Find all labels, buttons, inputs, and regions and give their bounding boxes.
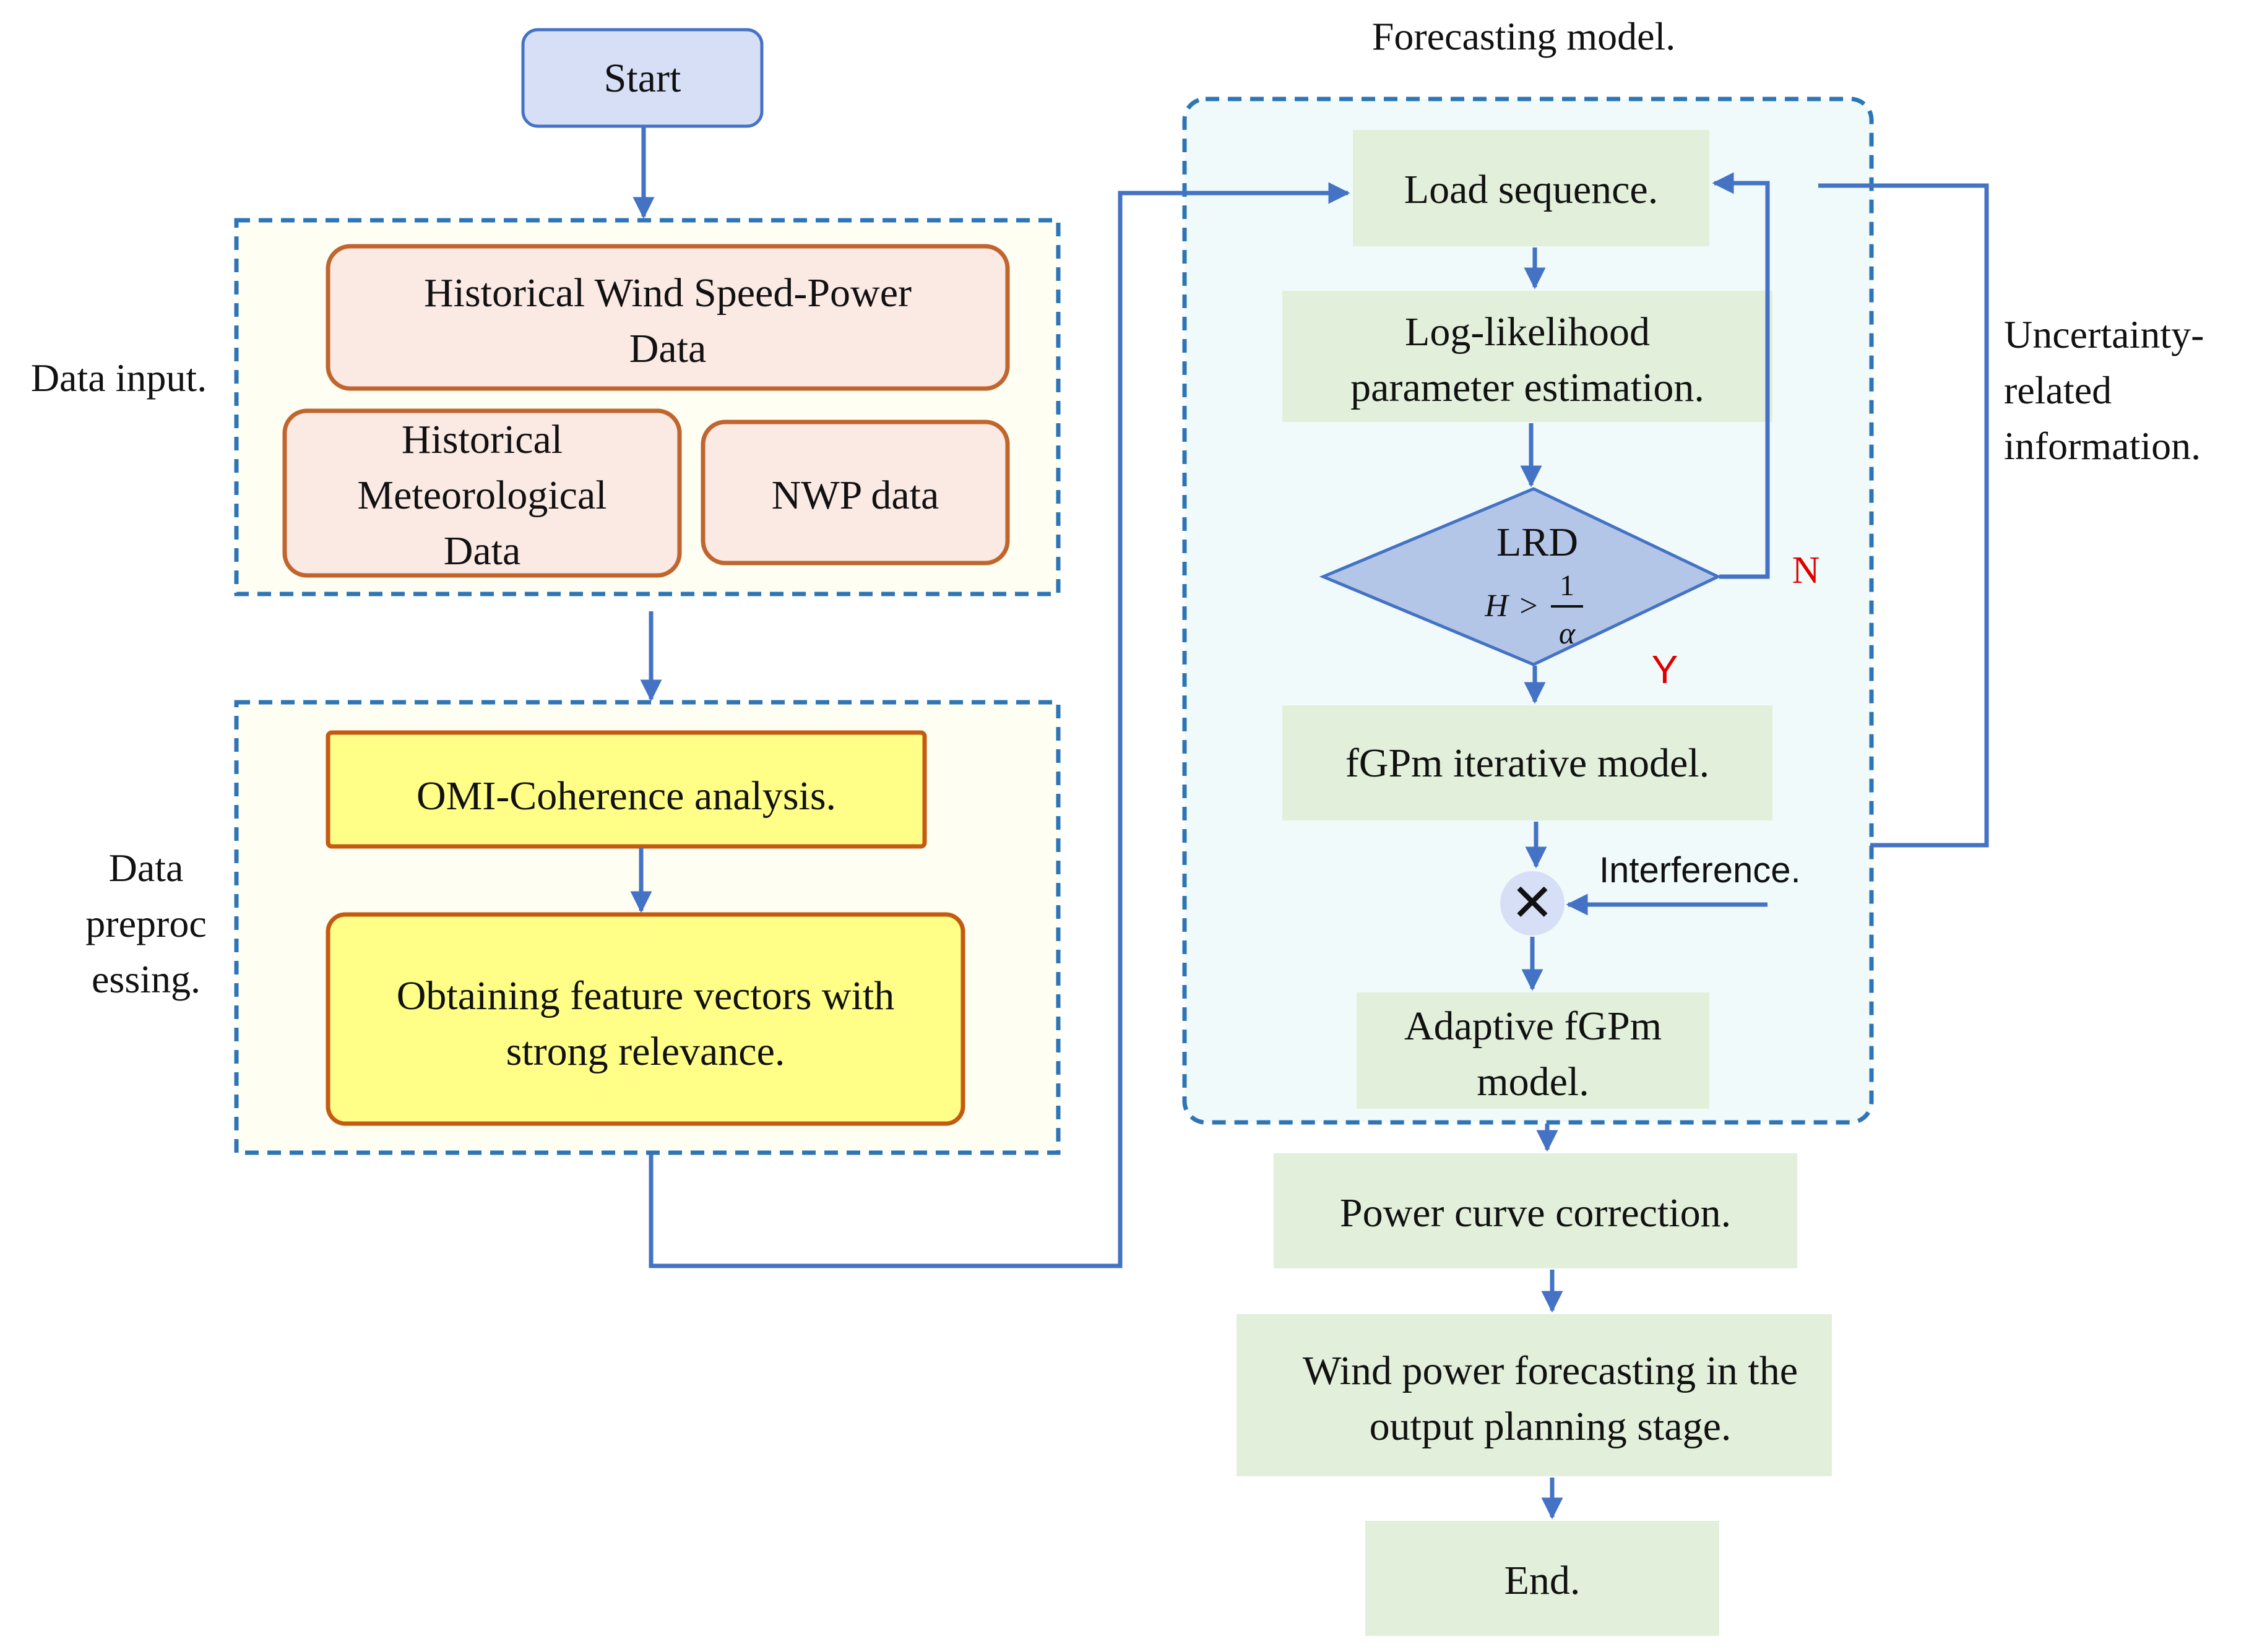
log-likelihood-line-1: Log-likelihood [1405, 309, 1650, 355]
start-node [521, 28, 764, 128]
no-branch-label: N [1792, 549, 1820, 592]
omi-coherence-label: OMI-Coherence analysis. [417, 773, 836, 819]
wind-forecast-line-1: Wind power forecasting in the [1303, 1348, 1798, 1393]
uncertainty-label: Uncertainty- related information. [2004, 312, 2204, 468]
lrd-decision-label: LRD [1496, 520, 1578, 565]
lrd-condition-h: H [1484, 588, 1509, 624]
log-likelihood-node [1282, 291, 1772, 422]
nwp-data-node [701, 419, 1010, 566]
fgpm-iterative-label: fGPm iterative model. [1345, 741, 1709, 786]
interference-label: Interference. [1599, 850, 1801, 890]
meteorological-data-line-2: Meteorological [357, 473, 606, 518]
adaptive-fgpm-line-2: model. [1477, 1059, 1589, 1104]
meteorological-data-node [282, 408, 682, 578]
omi-coherence-node [326, 730, 927, 849]
meteorological-data-line-1: Historical [402, 417, 563, 462]
fgpm-iterative-node [1282, 705, 1772, 820]
wind-forecast-line-2: output planning stage. [1370, 1404, 1732, 1449]
lrd-condition-denominator: α [1559, 616, 1576, 650]
feature-vectors-line-1: Obtaining feature vectors with [397, 973, 895, 1018]
lrd-condition-numerator: 1 [1560, 569, 1574, 602]
data-input-label: Data input. [31, 356, 207, 400]
wind-forecast-node [1237, 1314, 1832, 1476]
load-sequence-label: Load sequence. [1404, 167, 1658, 212]
yes-branch-label: Y [1652, 647, 1678, 692]
nwp-data-label: NWP data [772, 473, 939, 518]
uncertainty-line-1: Uncertainty- [2004, 312, 2204, 356]
connectors [630, 127, 1989, 1520]
uncertainty-line-3: information. [2004, 424, 2201, 468]
connector-preprocessing-to-load [649, 182, 1350, 1268]
multiply-icon: ✕ [1511, 874, 1554, 932]
wind-data-node [326, 244, 1010, 391]
forecasting-model-title: Forecasting model. [1372, 14, 1676, 58]
uncertainty-line-2: related [2004, 368, 2112, 412]
wind-data-line-2: Data [629, 326, 707, 371]
end-node-label: End. [1504, 1558, 1581, 1603]
lrd-decision-node [1319, 487, 1722, 666]
adaptive-fgpm-node [1357, 992, 1709, 1109]
start-node-label: Start [604, 56, 681, 101]
data-preprocessing-line-3: essing. [92, 957, 201, 1001]
lrd-condition-gt: > [1519, 588, 1537, 624]
multiply-node [1500, 871, 1565, 936]
data-preprocessing-label: Data preproc essing. [85, 846, 206, 1001]
wind-data-line-1: Historical Wind Speed-Power [424, 270, 912, 316]
feature-vectors-line-2: strong relevance. [506, 1029, 785, 1074]
data-preprocessing-line-2: preproc [85, 901, 206, 945]
connector-uncertainty-feedback [1818, 183, 1989, 848]
meteorological-data-line-3: Data [444, 528, 521, 574]
log-likelihood-line-2: parameter estimation. [1350, 365, 1704, 410]
power-curve-node [1274, 1153, 1797, 1268]
load-sequence-node [1353, 130, 1709, 246]
power-curve-label: Power curve correction. [1340, 1190, 1731, 1236]
adaptive-fgpm-line-1: Adaptive fGPm [1404, 1004, 1662, 1049]
data-preprocessing-line-1: Data [109, 846, 184, 890]
feature-vectors-node [326, 912, 965, 1126]
connector-lrd-no-loop [1712, 172, 1770, 579]
end-node [1365, 1521, 1719, 1636]
